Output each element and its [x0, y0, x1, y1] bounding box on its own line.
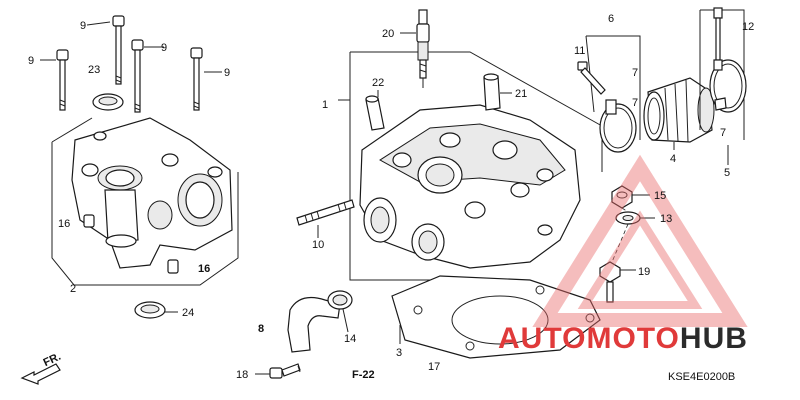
- camshaft-holder-group: [51, 93, 239, 319]
- callout-16: 16: [58, 218, 70, 230]
- automotohub-watermark: [532, 154, 748, 327]
- callout-21: 21: [515, 88, 527, 100]
- diagram-code: KSE4E0200B: [668, 371, 735, 383]
- callout-8: 8: [258, 323, 264, 335]
- callout-6: 6: [608, 13, 614, 25]
- wordmark-auto: AUTO: [498, 322, 586, 355]
- callout-23: 23: [88, 64, 100, 76]
- automotohub-wordmark: AUTOMOTOHUB: [498, 322, 748, 355]
- insulator-group: [577, 7, 747, 165]
- callout-14: 14: [344, 333, 356, 345]
- wordmark-hub: HUB: [680, 322, 748, 355]
- callout-7: 7: [632, 97, 638, 109]
- callout-7: 7: [632, 67, 638, 79]
- ref-f22: F-22: [352, 369, 375, 381]
- callout-1: 1: [322, 99, 328, 111]
- bolt-18: [255, 363, 301, 379]
- front-arrow: [20, 363, 61, 385]
- bolts-9: [40, 15, 222, 113]
- callout-labels: 9 9 9 9 23 16 16 2 24 20 22 21 1 10 8 14…: [28, 13, 754, 383]
- callout-22: 22: [372, 77, 384, 89]
- callout-13: 13: [660, 213, 672, 225]
- callout-19: 19: [638, 266, 650, 278]
- callout-10: 10: [312, 239, 324, 251]
- callout-11: 11: [574, 45, 585, 57]
- callout-17: 17: [428, 361, 440, 373]
- fasteners-13-15-19: [599, 185, 655, 303]
- callout-12: 12: [742, 21, 754, 33]
- clamp-6: [599, 103, 637, 153]
- svg-text:AUTOMOTOHUB: AUTOMOTOHUB: [498, 322, 748, 355]
- callout-2: 2: [70, 283, 76, 295]
- callout-24: 24: [182, 307, 194, 319]
- water-joint-14: [287, 290, 353, 353]
- callout-9: 9: [161, 42, 167, 54]
- callout-7: 7: [720, 127, 726, 139]
- cylinder-head-gasket-3: [391, 275, 601, 359]
- callout-9: 9: [80, 20, 86, 32]
- callout-15: 15: [654, 190, 666, 202]
- cylinder-head-group: [338, 51, 603, 281]
- callout-20: 20: [382, 28, 394, 40]
- front-arrow-label: FR.: [42, 351, 63, 369]
- callout-16: 16: [198, 263, 210, 275]
- callout-9: 9: [28, 55, 34, 67]
- stud-bolt-10: [296, 199, 355, 238]
- callout-18: 18: [236, 369, 248, 381]
- pipes-21-22: [365, 73, 512, 131]
- spark-plug-20: [400, 9, 430, 88]
- callout-9: 9: [224, 67, 230, 79]
- callout-4: 4: [670, 153, 676, 165]
- wordmark-moto: MOTO: [586, 322, 679, 355]
- callout-3: 3: [396, 347, 402, 359]
- callout-5: 5: [724, 167, 730, 179]
